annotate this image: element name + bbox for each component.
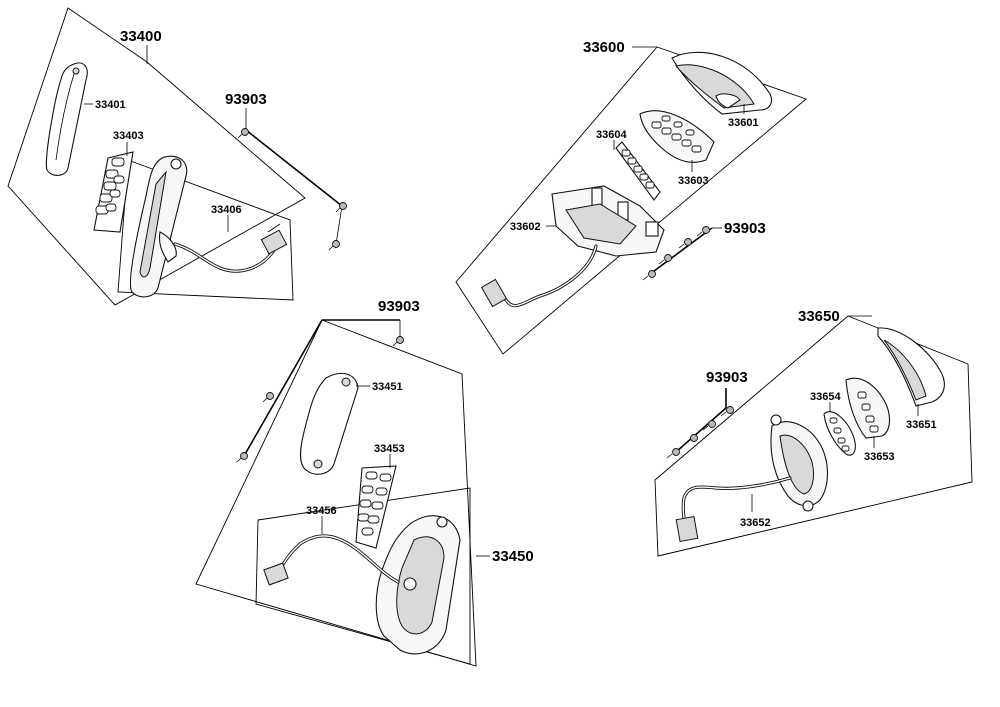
reflector-33603[interactable]	[639, 110, 715, 163]
screw-icon[interactable]	[678, 238, 692, 249]
leader	[335, 205, 343, 245]
screw-icon[interactable]	[658, 254, 672, 265]
part-label-33652: 33652	[740, 517, 771, 529]
leader	[675, 407, 727, 453]
part-label-33601: 33601	[728, 117, 759, 129]
housing-33456[interactable]	[263, 515, 461, 655]
part-label-33451: 33451	[372, 381, 403, 393]
group-33650: 33650 33651 33653	[654, 308, 973, 557]
group-33450-subframe	[255, 487, 471, 665]
led-board-33654[interactable]	[823, 411, 856, 456]
reflector-33653[interactable]	[845, 377, 891, 439]
part-label-33406: 33406	[211, 204, 242, 216]
assembly-label-33450: 33450	[492, 548, 534, 565]
screw-icon[interactable]	[684, 434, 698, 445]
screw-icon[interactable]	[642, 270, 656, 281]
part-label-93903-b: 93903	[724, 220, 766, 237]
lens-33601[interactable]	[671, 51, 773, 115]
part-label-33654: 33654	[810, 391, 841, 403]
led-board-33604[interactable]	[615, 141, 661, 201]
screw-icon[interactable]	[392, 336, 404, 347]
screw-icon[interactable]	[236, 452, 248, 463]
housing-33652[interactable]	[675, 414, 829, 542]
part-label-33651: 33651	[906, 419, 937, 431]
screw-icon[interactable]	[720, 406, 734, 417]
lens-33651[interactable]	[877, 327, 945, 407]
assembly-label-33600: 33600	[583, 39, 625, 56]
part-label-33602: 33602	[510, 221, 541, 233]
part-label-93903-c: 93903	[378, 298, 420, 315]
part-label-33403: 33403	[113, 130, 144, 142]
group-33400: 33400 33401 33403	[7, 7, 347, 306]
led-board-33403[interactable]	[93, 151, 134, 233]
housing-33406[interactable]	[129, 155, 288, 298]
assembly-label-33650: 33650	[798, 308, 840, 325]
group-33450: 33450 33451 33453	[195, 298, 534, 667]
lens-33451[interactable]	[299, 372, 359, 475]
screw-icon[interactable]	[702, 420, 716, 431]
part-label-33456: 33456	[306, 505, 337, 517]
screw-icon[interactable]	[328, 240, 340, 251]
group-33400-frame	[7, 7, 306, 306]
screw-icon[interactable]	[666, 448, 680, 459]
part-label-93903-a: 93903	[225, 91, 267, 108]
screw-icon[interactable]	[262, 392, 274, 403]
group-33450-frame	[195, 319, 477, 667]
screw-icon[interactable]	[335, 202, 347, 213]
part-label-33453: 33453	[374, 443, 405, 455]
leader	[245, 129, 343, 207]
lens-33401[interactable]	[45, 62, 88, 176]
part-label-33604: 33604	[596, 129, 627, 141]
screw-icon[interactable]	[696, 226, 710, 237]
assembly-label-33400: 33400	[120, 28, 162, 45]
group-33650-frame	[654, 315, 973, 557]
group-33600: 33600 33601 33603	[455, 39, 807, 355]
part-label-33401: 33401	[95, 99, 126, 111]
part-label-33653: 33653	[864, 451, 895, 463]
part-label-93903-d: 93903	[706, 369, 748, 386]
led-board-33453[interactable]	[355, 465, 397, 549]
housing-33602[interactable]	[480, 185, 665, 308]
screw-icon[interactable]	[237, 128, 249, 139]
leader	[649, 227, 713, 275]
part-label-33603: 33603	[678, 175, 709, 187]
leader	[243, 319, 323, 457]
group-33400-subframe	[117, 159, 294, 301]
